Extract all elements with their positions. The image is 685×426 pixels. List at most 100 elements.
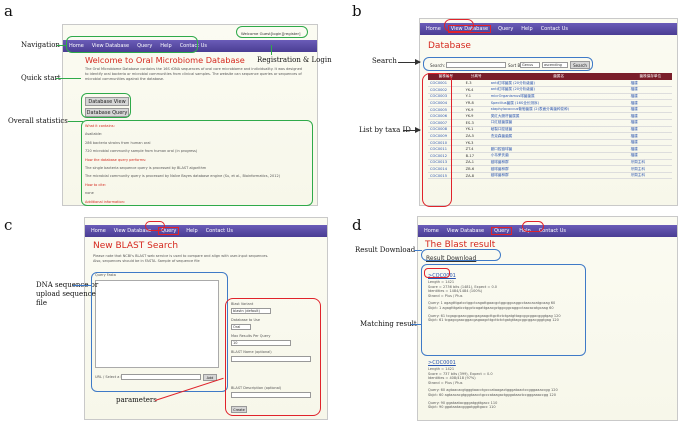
table-header[interactable]: 菌株保存单位 <box>628 73 672 80</box>
blast-name-input[interactable] <box>231 356 311 362</box>
table-cell[interactable]: 牙周主科 <box>628 159 672 167</box>
taxa-id-link[interactable]: COC0009 <box>428 132 464 140</box>
table-cell[interactable]: 类红大肠杆菌属属 <box>488 112 629 121</box>
hit-title-1[interactable]: >COC0001 <box>428 273 456 279</box>
search-input[interactable] <box>446 62 506 68</box>
taxa-id-link[interactable]: COC0001 <box>428 80 464 88</box>
nav-item-home[interactable]: Home <box>424 228 439 234</box>
table-cell[interactable]: Specillus菌属 (16S全长测序) <box>488 99 629 107</box>
table-cell[interactable]: anti红球菌属 (20分析级菌) <box>488 80 629 88</box>
table-cell[interactable]: 口红链菌属菌 <box>488 119 629 127</box>
table-cell[interactable]: 福建 <box>628 152 672 160</box>
taxa-id-link[interactable]: COC0003 <box>428 93 464 101</box>
intro-line-2: Also, sequences should be in FASTA. Samp… <box>93 259 200 263</box>
result-download-link[interactable]: Result Download <box>426 255 477 262</box>
taxa-id-link[interactable]: COC0014 <box>428 165 464 173</box>
nav-item-home[interactable]: Home <box>69 43 84 49</box>
blast-variant-select[interactable]: blastn (default) <box>231 308 271 314</box>
stats-text: Available: <box>85 132 103 137</box>
upload-file-field[interactable] <box>121 374 201 380</box>
table-cell[interactable]: 链球菌种群 <box>488 165 629 173</box>
table-cell[interactable]: 福建 <box>628 106 672 114</box>
nav-item-contact-us[interactable]: Contact Us <box>179 43 207 49</box>
order-select[interactable]: ascending <box>542 62 568 68</box>
table-cell[interactable]: staphylococcus葡萄菌属 (2)表面分离菌种变种) <box>488 106 629 114</box>
nav-item-home[interactable]: Home <box>91 228 106 234</box>
taxa-id-link[interactable]: COC0005 <box>428 106 464 114</box>
table-cell[interactable]: 副口腔链球菌 <box>488 145 629 154</box>
nav-item-query[interactable]: Query <box>158 227 180 235</box>
annotation-line <box>73 285 91 286</box>
annotation-search: Search <box>372 57 397 65</box>
nav-bar: Home View Database Query Help Contact Us <box>63 40 317 52</box>
database-view-button[interactable]: Database View <box>85 97 129 106</box>
annotation-line <box>411 324 422 325</box>
taxa-id-link[interactable]: COC0010 <box>428 139 464 147</box>
table-cell[interactable]: 福建 <box>628 126 672 134</box>
nav-item-contact-us[interactable]: Contact Us <box>540 26 568 32</box>
table-cell[interactable]: micrOrganismus球菌菌属 <box>488 93 629 101</box>
nav-item-home[interactable]: Home <box>426 26 441 32</box>
nav-item-help[interactable]: Help <box>186 228 198 234</box>
matching-result-highlight <box>421 264 586 356</box>
nav-item-view-database[interactable]: View Database <box>113 228 152 234</box>
search-label: Search: <box>430 63 446 68</box>
annotation-result-download: Result Download <box>355 246 416 254</box>
taxa-id-link[interactable]: COC0012 <box>428 152 464 160</box>
database-select[interactable]: Oral <box>231 324 251 330</box>
table-cell[interactable]: 福建 <box>628 93 672 101</box>
max-results-input[interactable]: 10 <box>231 340 291 346</box>
table-cell[interactable]: 福建 <box>628 139 672 147</box>
table-header[interactable]: 菌属名 <box>488 73 629 80</box>
nav-item-contact-us[interactable]: Contact Us <box>538 228 566 234</box>
table-cell[interactable]: 小韦荣氏菌 <box>488 152 629 160</box>
taxa-id-link[interactable]: COC0008 <box>428 126 464 134</box>
taxa-id-link[interactable]: COC0002 <box>428 86 464 94</box>
table-cell[interactable]: 牙周主科 <box>628 172 672 180</box>
blast-description-input[interactable] <box>231 392 311 398</box>
table-cell: ZA-1 <box>463 159 489 167</box>
login-text[interactable]: Welcome Guest[login][register] <box>241 31 301 36</box>
taxa-id-link[interactable]: COC0013 <box>428 159 464 167</box>
intro-text: The Oral Microbiome Database contains th… <box>85 67 303 81</box>
table-cell[interactable]: 福建 <box>628 132 672 140</box>
nav-item-query[interactable]: Query <box>498 26 514 32</box>
table-cell[interactable]: 福建 <box>628 119 672 127</box>
nav-item-view-database[interactable]: View Database <box>446 228 485 234</box>
nav-item-view-database[interactable]: View Database <box>91 43 130 49</box>
table-cell[interactable]: 福建 <box>628 80 672 88</box>
nav-item-query[interactable]: Query <box>491 227 513 235</box>
table-cell[interactable]: 福建 <box>628 112 672 121</box>
table-cell: B-17 <box>463 152 489 160</box>
table-cell[interactable]: 杰克森菌菌属 <box>488 132 629 140</box>
taxa-id-link[interactable]: COC0011 <box>428 145 464 154</box>
query-sequence-textarea[interactable] <box>95 280 219 368</box>
view-database-highlight <box>444 19 474 32</box>
table-header[interactable]: 分离号 <box>463 73 489 80</box>
table-cell: Y-1 <box>463 93 489 101</box>
table-cell[interactable]: 福建 <box>628 86 672 94</box>
add-file-button[interactable]: Add <box>203 374 217 381</box>
nav-item-help[interactable]: Help <box>160 43 172 49</box>
taxa-id-link[interactable]: COC0007 <box>428 119 464 127</box>
taxa-id-link[interactable]: COC0015 <box>428 172 464 180</box>
table-cell[interactable]: 牙周主科 <box>628 165 672 173</box>
table-cell[interactable]: 破裂口腔链菌 <box>488 126 629 134</box>
table-cell[interactable]: anti红球菌属 (20分析级菌) <box>488 86 629 94</box>
sort-select[interactable]: Genus <box>520 62 540 68</box>
nav-item-contact-us[interactable]: Contact Us <box>205 228 233 234</box>
table-cell[interactable]: 福建 <box>628 99 672 107</box>
taxa-id-link[interactable]: COC0006 <box>428 112 464 121</box>
panel-a-screenshot: Home View Database Query Help Contact Us Wel… <box>62 24 318 206</box>
table-cell[interactable]: 链球菌种群 <box>488 159 629 167</box>
alignment-line: Strand = Plus / Plus <box>428 380 463 385</box>
table-cell[interactable]: 链球菌种群 <box>488 172 629 180</box>
taxa-id-link[interactable]: COC0004 <box>428 99 464 107</box>
table-cell[interactable] <box>488 139 629 147</box>
nav-item-help[interactable]: Help <box>521 26 533 32</box>
hit-title-2[interactable]: >COC0001 <box>428 360 456 366</box>
panel-letter-a: a <box>4 2 13 20</box>
table-cell[interactable]: 福建 <box>628 145 672 154</box>
nav-item-query[interactable]: Query <box>137 43 153 49</box>
